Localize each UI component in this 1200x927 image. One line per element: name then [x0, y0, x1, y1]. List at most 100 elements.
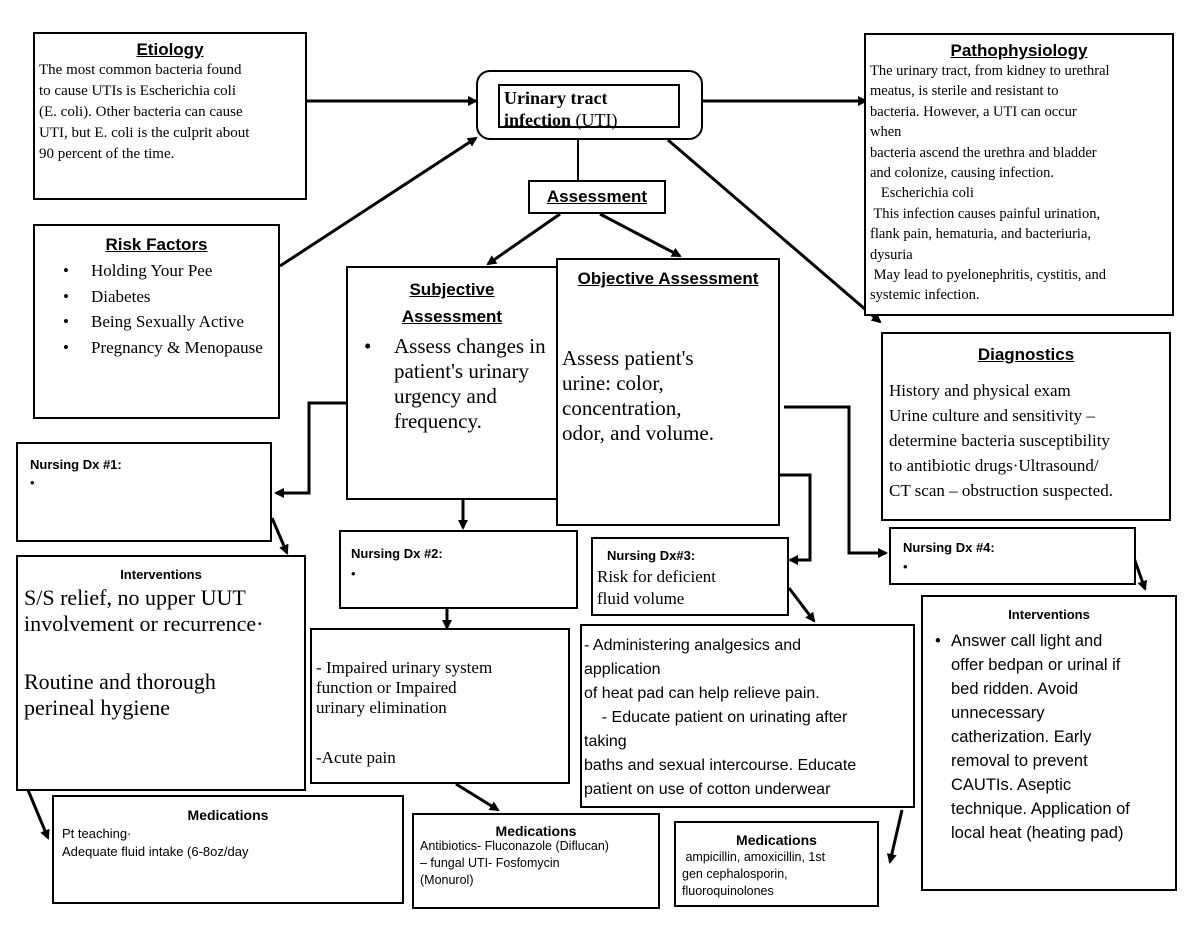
etiology-text-line: 90 percent of the time.	[39, 146, 175, 162]
central-uti-title-abbr: (UTI)	[575, 110, 618, 130]
medications-middle-title: Medications	[495, 823, 577, 839]
arrow-subjective-to-dx1	[274, 401, 346, 498]
subjective-assessment-box: Subjective Assessment • Assess changes i…	[346, 266, 558, 500]
diagnostics-text-line: Urine culture and sensitivity –	[889, 406, 1095, 425]
pathophysiology-box: Pathophysiology The urinary tract, from …	[864, 33, 1174, 316]
interventions-right-text-line: CAUTIs. Aseptic	[951, 776, 1072, 794]
risk-factors-title: Risk Factors	[105, 235, 208, 254]
pathophysiology-text-line: dysuria	[870, 246, 913, 263]
etiology-text-line: UTI, but E. coli is the culprit about	[39, 125, 250, 141]
nursing-dx4-bullet: •	[903, 559, 908, 574]
interventions-left-text-line: S/S relief, no upper UUT	[24, 585, 246, 610]
pathophysiology-text-line: The urinary tract, from kidney to urethr…	[870, 63, 1110, 79]
dx2-description-line: function or Impaired	[316, 678, 457, 697]
interventions-right-text-line: Answer call light and	[951, 632, 1103, 650]
objective-assessment-title: Objective Assessment	[577, 269, 759, 288]
pathophysiology-text-line: This infection causes painful urination,	[870, 205, 1101, 222]
diagnostics-text-line: to antibiotic drugs·Ultrasound/	[889, 456, 1099, 475]
subjective-title-line2: Assessment	[401, 307, 503, 326]
nursing-dx3-text-line: Risk for deficient	[597, 567, 716, 586]
dx2-description-line: -Acute pain	[316, 748, 396, 767]
diagnostics-box: Diagnostics History and physical exam Ur…	[881, 332, 1171, 521]
interventions-left-title: Interventions	[120, 567, 202, 582]
interventions-right-text-line: technique. Application of	[951, 800, 1130, 818]
dx3-intervention-line: patient on use of cotton underwear	[584, 781, 831, 798]
interventions-left-text-line: involvement or recurrence·	[24, 610, 264, 636]
arrow-interventions1-to-medications1	[26, 789, 50, 840]
risk-factor-item: Diabetes	[39, 284, 274, 310]
medications-middle-line: Antibiotics- Fluconazole (Diflucan)	[420, 839, 609, 853]
central-uti-title-line2: infection	[504, 110, 571, 130]
pathophysiology-text-line: systemic infection.	[870, 287, 980, 304]
bullet-icon: •	[935, 632, 941, 650]
arrow-assessment-to-objective	[599, 212, 682, 258]
risk-factor-item: Being Sexually Active	[39, 309, 274, 335]
pathophysiology-text-line: meatus, is sterile and resistant to	[870, 83, 1059, 100]
medications-left-line: Pt teaching·	[62, 826, 132, 841]
dx3-intervention-line: - Educate patient on urinating after	[584, 709, 848, 726]
dx2-description-line	[316, 718, 564, 748]
risk-factors-list: Holding Your Pee Diabetes Being Sexually…	[39, 258, 274, 360]
dx2-description-box: - Impaired urinary system function or Im…	[310, 628, 570, 784]
pathophysiology-text-line: bacteria. However, a UTI can occur	[870, 103, 1077, 120]
dx2-description-line: urinary elimination	[316, 698, 447, 717]
risk-factors-box: Risk Factors Holding Your Pee Diabetes B…	[33, 224, 280, 419]
objective-text-line: urine: color,	[562, 371, 664, 395]
medications-left-line: Adequate fluid intake (6-8oz/day	[62, 844, 249, 859]
etiology-text-line: The most common bacteria found	[39, 62, 242, 78]
diagnostics-text-line: determine bacteria susceptibility	[889, 431, 1110, 450]
objective-assessment-box: Objective Assessment Assess patient's ur…	[556, 258, 780, 526]
interventions-right-bullet: • Answer call light and offer bedpan or …	[929, 629, 1169, 845]
etiology-title: Etiology	[136, 40, 204, 59]
etiology-text-line: (E. coli). Other bacteria can cause	[39, 104, 243, 120]
interventions-right-text-line: unnecessary	[951, 704, 1045, 722]
interventions-right-text-line: bed ridden. Avoid	[951, 680, 1079, 698]
central-uti-title-line1: Urinary tract	[504, 88, 608, 108]
interventions-left-text-line: perineal hygiene	[24, 694, 170, 720]
arrow-dx3-to-interventions3	[787, 587, 816, 623]
pathophysiology-title: Pathophysiology	[950, 41, 1088, 60]
central-uti-node: Urinary tract infection (UTI)	[476, 70, 703, 140]
nursing-dx1-title: Nursing Dx #1:	[30, 457, 122, 472]
subjective-title-line1: Subjective	[409, 280, 495, 299]
arrow-dx2text-to-medications2	[455, 782, 500, 812]
medications-middle-box: Medications Antibiotics- Fluconazole (Di…	[412, 813, 660, 909]
pathophysiology-text-line: and colonize, causing infection.	[870, 165, 1055, 182]
interventions-right-text-line: removal to prevent	[951, 752, 1088, 770]
interventions-right-box: Interventions • Answer call light and of…	[921, 595, 1177, 891]
objective-text-line: concentration,	[562, 396, 682, 420]
medications-right-line: gen cephalosporin,	[682, 867, 788, 881]
subjective-assessment-text: Assess changes in patient's urinary urge…	[394, 334, 546, 433]
interventions-right-text-line: local heat (heating pad)	[951, 824, 1124, 842]
nursing-dx1-bullet: •	[30, 475, 35, 490]
central-uti-inner-box: Urinary tract infection (UTI)	[498, 84, 680, 130]
arrow-assessment-to-subjective	[486, 212, 561, 266]
medications-right-box: Medications ampicillin, amoxicillin, 1st…	[674, 821, 879, 907]
dx2-description-bullet-icon: -	[316, 658, 322, 677]
diagnostics-text-line: CT scan – obstruction suspected.	[889, 481, 1113, 500]
objective-text-line: Assess patient's	[562, 346, 694, 370]
nursing-dx1-box: Nursing Dx #1: •	[16, 442, 272, 542]
nursing-dx3-text-line: fluid volume	[597, 589, 685, 608]
dx3-intervention-line: baths and sexual intercourse. Educate	[584, 757, 857, 774]
nursing-dx2-title: Nursing Dx #2:	[351, 546, 443, 561]
arrow-interventions3-to-medications3	[886, 809, 904, 864]
nursing-dx3-box: Nursing Dx#3: Risk for deficient fluid v…	[591, 537, 789, 616]
nursing-dx2-box: Nursing Dx #2: •	[339, 530, 578, 609]
nursing-dx4-title: Nursing Dx #4:	[903, 540, 995, 555]
dx3-intervention-line: application	[584, 661, 661, 678]
medications-right-line: ampicillin, amoxicillin, 1st	[682, 850, 826, 864]
medications-left-title: Medications	[187, 807, 269, 823]
interventions-left-text-line: Routine and thorough	[24, 669, 216, 694]
nursing-dx2-bullet: •	[351, 566, 356, 581]
arrow-objective-to-dx4	[784, 405, 888, 558]
objective-assessment-text: Assess patient's urine: color, concentra…	[562, 346, 774, 446]
etiology-text-line: to cause UTIs is Escherichia coli	[39, 83, 237, 99]
medications-middle-line: – fungal UTI- Fosfomycin	[420, 856, 560, 870]
pathophysiology-text-line: when	[870, 124, 902, 141]
assessment-label-box: Assessment	[528, 180, 666, 214]
pathophysiology-text-line: bacteria ascend the urethra and bladder	[870, 144, 1097, 161]
bullet-icon: •	[364, 334, 372, 358]
arrow-riskfactors-to-uti	[279, 136, 478, 268]
